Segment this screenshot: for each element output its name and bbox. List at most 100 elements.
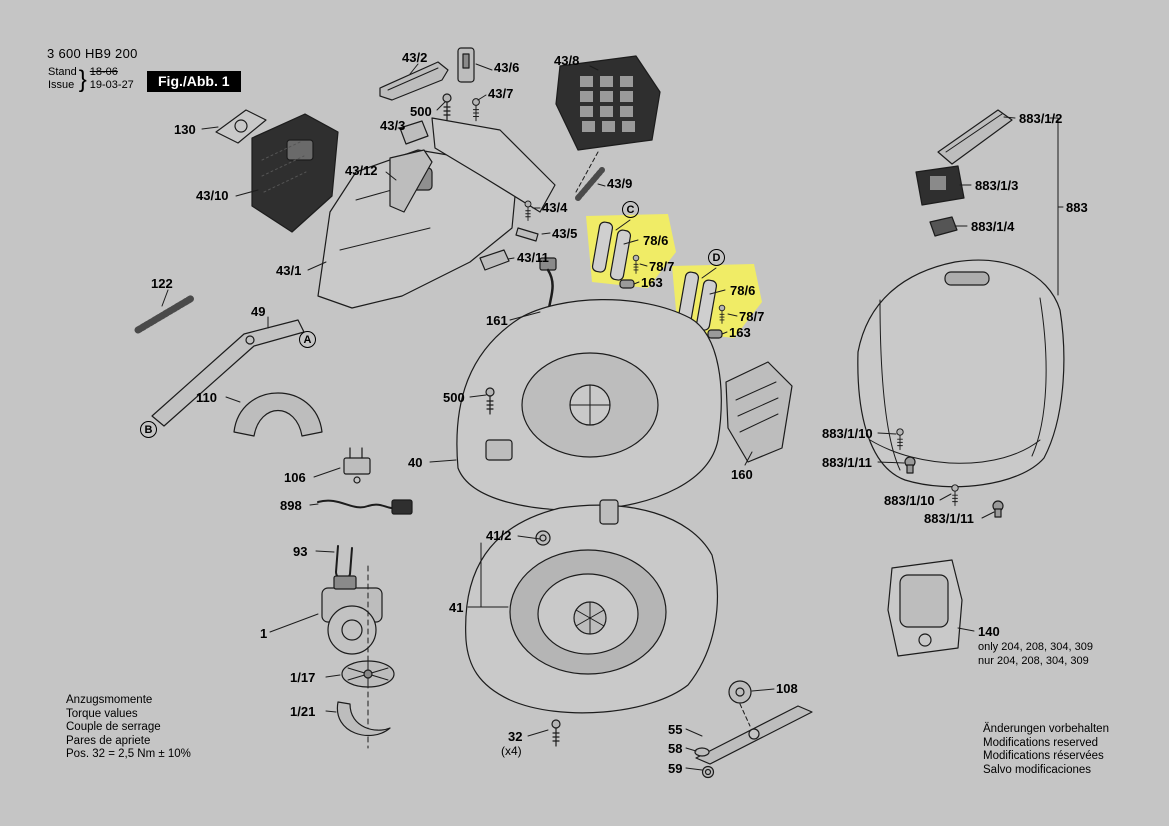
part-label-41-2: 41/2 <box>486 528 512 543</box>
leader-lines <box>161 63 1064 771</box>
sketch-part-43-9 <box>575 167 605 201</box>
part-label-43-5: 43/5 <box>552 226 578 241</box>
sketch-part-43-11 <box>479 249 510 271</box>
sketch-part-883-box <box>857 259 1065 488</box>
part-label-43-11: 43/11 <box>517 250 549 265</box>
part-label-78-6: 78/6 <box>640 233 672 248</box>
part-label-160: 160 <box>731 467 753 482</box>
torque-note-line: Torque values <box>66 707 138 720</box>
part-label-140: 140 <box>978 624 1000 639</box>
part-label-106: 106 <box>284 470 306 485</box>
part-label-78-7: 78/7 <box>649 259 675 274</box>
part-label-108: 108 <box>776 681 798 696</box>
sketch-part-1-17-fan <box>341 660 395 688</box>
issue-label: Issue <box>48 79 75 91</box>
sketch-part-140 <box>887 559 963 657</box>
revision-brace: } <box>78 65 87 93</box>
part-label-only-204-208-304-309: only 204, 208, 304, 309 <box>978 641 1093 653</box>
sketch-part-130 <box>215 109 267 144</box>
part-label-163: 163 <box>729 325 751 340</box>
part-label-883-1-10: 883/1/10 <box>822 426 873 441</box>
sketch-part-110 <box>233 392 323 437</box>
part-label-883-1-11: 883/1/11 <box>924 511 974 526</box>
part-label-883-1-2: 883/1/2 <box>1019 111 1063 126</box>
sketch-part-883-1-3 <box>915 165 965 206</box>
sketch-part-43-6 <box>457 47 475 83</box>
part-label-1: 1 <box>260 626 268 641</box>
sketch-part-160 <box>725 361 793 463</box>
part-label-nur-204-208-304-309: nur 204, 208, 304, 309 <box>978 655 1089 667</box>
part-label-161: 161 <box>486 313 508 328</box>
part-label-43-7: 43/7 <box>488 86 514 101</box>
bosch-logo-icon <box>234 119 248 133</box>
part-label-883-1-11: 883/1/11 <box>822 455 872 470</box>
sketch-part-883-1-4 <box>929 216 958 237</box>
part-label-43-9: 43/9 <box>607 176 633 191</box>
bosch-logo-icon <box>918 633 932 647</box>
sketch-part-40 <box>456 299 722 511</box>
sketch-part-122 <box>134 294 196 334</box>
part-label-500: 500 <box>443 390 465 405</box>
sketch-part-43-10 <box>251 113 339 233</box>
part-label-49: 49 <box>251 304 266 319</box>
sketch-part-883-1-2 <box>937 109 1013 165</box>
mod-note-line: Änderungen vorbehalten <box>983 723 1109 735</box>
issue-value: 19-03-27 <box>89 79 134 91</box>
sketch-part-43-2 <box>379 61 449 101</box>
sketch-part-59 <box>701 765 715 779</box>
part-label-78-6: 78/6 <box>727 283 759 298</box>
part-label-40: 40 <box>408 455 423 470</box>
callout-b: B <box>140 421 157 438</box>
torque-note-line: Anzugsmomente <box>66 694 153 706</box>
sketch-part-1-motor <box>321 565 383 749</box>
callout-c: C <box>622 201 639 218</box>
part-label-43-10: 43/10 <box>196 188 229 203</box>
part-label-122: 122 <box>151 276 173 291</box>
part-label-58: 58 <box>668 741 683 756</box>
sketch-part-1-21-elbow <box>336 701 391 737</box>
sketch-part-41 <box>465 499 718 714</box>
part-label-43-4: 43/4 <box>542 200 568 215</box>
sketch-part-43-8 <box>555 55 661 193</box>
torque-note-line: Pares de apriete <box>66 734 151 747</box>
part-label-32: 32 <box>508 729 523 744</box>
part-label-500: 500 <box>410 104 432 119</box>
part-label-883-1-10: 883/1/10 <box>884 493 935 508</box>
part-label-78-7: 78/7 <box>739 309 765 324</box>
stand-value: 18-06 <box>89 66 118 78</box>
mod-note-line: Salvo modificaciones <box>983 763 1092 776</box>
sketch-part-106 <box>343 447 371 484</box>
part-label-130: 130 <box>174 122 196 137</box>
part-label-1-17: 1/17 <box>290 670 316 685</box>
sketch-part-43-3 <box>399 120 429 145</box>
part-label-43-3: 43/3 <box>380 118 406 133</box>
part-label-163: 163 <box>641 275 663 290</box>
part-label-43-8: 43/8 <box>554 53 580 68</box>
torque-note-line: Couple de serrage <box>66 721 161 733</box>
part-label-55: 55 <box>668 722 683 737</box>
sketch-part-43-5 <box>515 227 539 242</box>
document-part-number: 3 600 HB9 200 <box>47 46 138 61</box>
torque-note-line: Pos. 32 = 2,5 Nm ± 10% <box>66 748 191 760</box>
part-label-110: 110 <box>196 390 217 405</box>
part-label-43-1: 43/1 <box>276 263 302 278</box>
part-label-43-12: 43/12 <box>345 163 378 178</box>
stand-label: Stand <box>48 66 77 78</box>
part-label-41: 41 <box>449 600 464 615</box>
sketch-part-108 <box>728 680 752 727</box>
revision-block: Stand Issue } 18-06 19-03-27 <box>48 66 134 92</box>
sketch-part-898 <box>317 499 413 515</box>
sketch-part-55 <box>695 705 813 765</box>
part-label-883-1-4: 883/1/4 <box>971 219 1015 234</box>
sketch-part-43-12 <box>389 149 433 213</box>
part-label-883-1-3: 883/1/3 <box>975 178 1019 193</box>
part-label-43-6: 43/6 <box>494 60 520 75</box>
part-label-59: 59 <box>668 761 683 776</box>
callout-d: D <box>708 249 725 266</box>
sketch-assembly-c <box>591 221 640 289</box>
part-label-43-2: 43/2 <box>402 50 428 65</box>
